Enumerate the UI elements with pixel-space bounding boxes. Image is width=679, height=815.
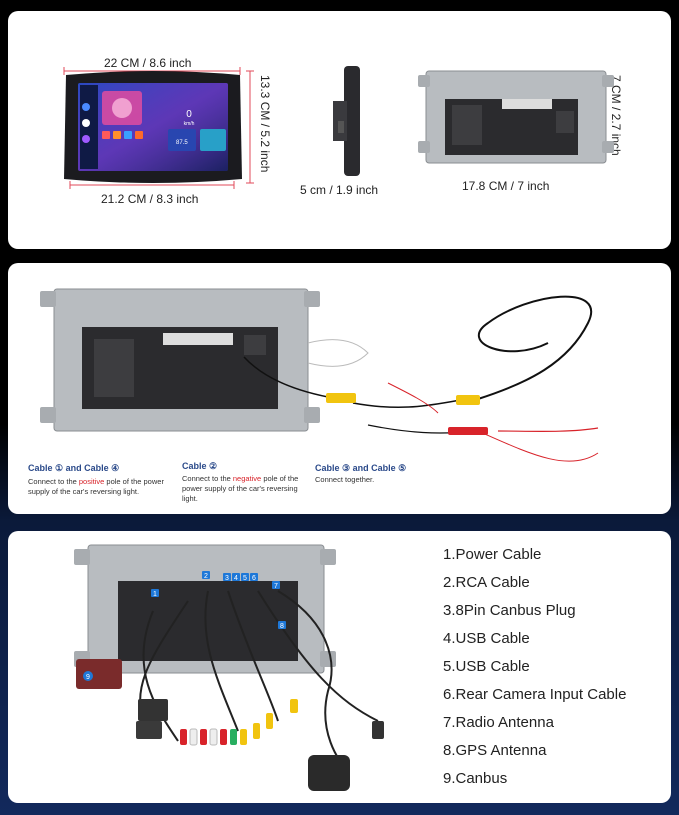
marker-4: 4 — [234, 575, 238, 582]
canbus-box — [76, 659, 122, 689]
rca-plug — [326, 393, 356, 403]
marker-3: 3 — [225, 575, 229, 582]
rca-plugs — [180, 699, 298, 746]
legend-item: 1.Power Cable — [443, 546, 542, 563]
legend-item: 6.Rear Camera Input Cable — [443, 686, 627, 703]
cable-1-4-title: Cable ① and Cable ④ — [28, 463, 120, 473]
screen-bottom-width-label: 21.2 CM / 8.3 inch — [101, 192, 199, 206]
depth-label: 5 cm / 1.9 inch — [300, 183, 379, 197]
dimensions-panel: 22 CM / 8.6 inch 13.3 CM / 5.2 inch 21.2… — [8, 11, 671, 249]
legend-markers: 1 2 3 4 5 6 7 8 9 — [83, 571, 286, 681]
rca-jack — [456, 395, 480, 405]
fuse-connector — [448, 427, 488, 435]
cable-3-5-description: Connect together. — [315, 475, 375, 484]
head-unit-side — [333, 66, 360, 176]
screen-height-label: 13.3 CM / 5.2 inch — [258, 75, 272, 173]
legend-item: 4.USB Cable — [443, 630, 530, 647]
iso-connector — [138, 699, 168, 721]
cable-legend-panel: 1 2 3 4 5 6 7 8 9 1.Power Cable 2.RCA Ca… — [8, 531, 671, 803]
screen-radio-frequency: 87.5 — [176, 140, 188, 146]
marker-9: 9 — [86, 674, 90, 681]
dimensions-drawing: 0 km/h 87.5 — [63, 66, 614, 189]
wiring-panel: Cable ① and Cable ④ Connect to the posit… — [8, 263, 671, 514]
legend-item: 8.GPS Antenna — [443, 742, 547, 759]
wiring-drawing — [40, 288, 599, 462]
cable-2-title: Cable ② — [182, 461, 218, 471]
frame-height-label: 7 CM / 2.7 inch — [609, 75, 623, 156]
cable-legend-list: 1.Power Cable 2.RCA Cable 3.8Pin Canbus … — [443, 545, 626, 797]
frame-width-label: 17.8 CM / 7 inch — [462, 179, 550, 193]
legend-item: 9.Canbus — [443, 770, 508, 787]
legend-item: 7.Radio Antenna — [443, 714, 554, 731]
marker-7: 7 — [274, 583, 278, 590]
gps-antenna-box — [308, 755, 350, 791]
cable-harness-drawing: 1 2 3 4 5 6 7 8 9 — [74, 544, 384, 791]
head-unit-frame — [418, 70, 614, 164]
marker-1: 1 — [153, 591, 157, 598]
screen-speed: 0 — [186, 109, 192, 120]
cable-2-description: Connect to the negative pole of the powe… — [182, 474, 299, 503]
screen-width-label: 22 CM / 8.6 inch — [104, 56, 192, 70]
legend-item: 2.RCA Cable — [443, 574, 530, 591]
iso-connector-2 — [136, 721, 162, 739]
wiring-head-unit — [40, 288, 320, 432]
cable-1-4-description: Connect to the positive pole of the powe… — [28, 477, 164, 496]
legend-item: 3.8Pin Canbus Plug — [443, 602, 576, 619]
screen-speed-unit: km/h — [184, 121, 195, 127]
cable-3-5-title: Cable ③ and Cable ⑤ — [315, 463, 407, 473]
marker-6: 6 — [252, 575, 256, 582]
radio-antenna-plug — [372, 721, 384, 739]
legend-item: 5.USB Cable — [443, 658, 530, 675]
marker-5: 5 — [243, 575, 247, 582]
head-unit-front: 0 km/h 87.5 — [64, 71, 242, 183]
marker-2: 2 — [204, 573, 208, 580]
marker-8: 8 — [280, 623, 284, 630]
